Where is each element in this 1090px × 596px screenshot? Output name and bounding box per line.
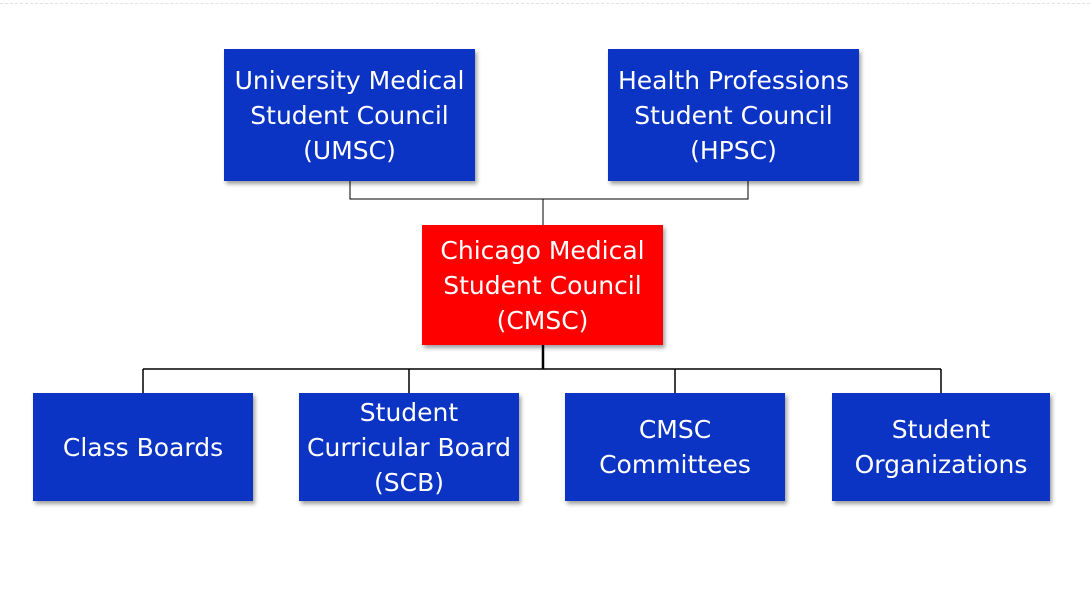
cmsc-committees-label: CMSC Committees [599,415,751,479]
hpsc-box: Health Professions Student Council (HPSC… [608,49,859,181]
student-curricular-board-box: Student Curricular Board (SCB) [299,393,519,501]
student-curricular-board-label: Student Curricular Board (SCB) [307,397,511,497]
top-dashed-rule [0,3,1090,4]
class-boards-box: Class Boards [33,393,253,501]
hpsc-label: Health Professions Student Council (HPSC… [617,65,850,165]
connector-umsc [349,181,543,200]
cmsc-box: Chicago Medical Student Council (CMSC) [422,225,663,345]
connector-hpsc [543,181,749,200]
umsc-box: University Medical Student Council (UMSC… [224,49,475,181]
umsc-label: University Medical Student Council (UMSC… [234,65,465,165]
cmsc-committees-box: CMSC Committees [565,393,785,501]
student-organizations-label: Student Organizations [854,415,1028,479]
student-organizations-box: Student Organizations [832,393,1050,501]
cmsc-label: Chicago Medical Student Council (CMSC) [440,235,645,335]
class-boards-label: Class Boards [62,432,224,462]
